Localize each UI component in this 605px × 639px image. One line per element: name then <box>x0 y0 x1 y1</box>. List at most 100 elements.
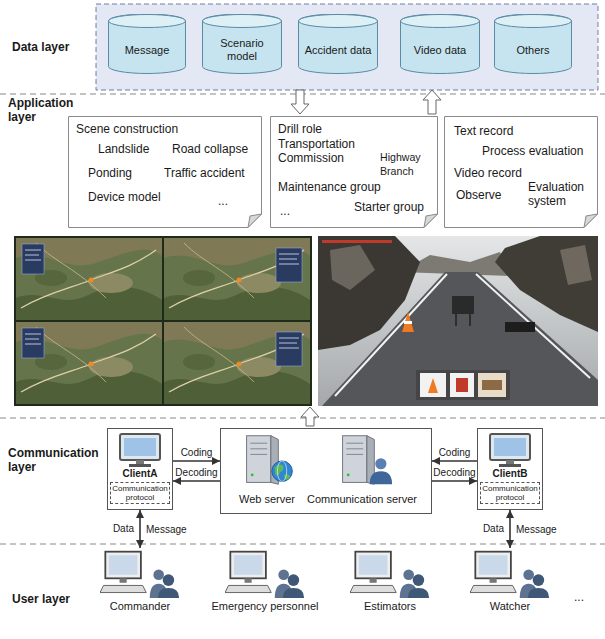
client-monitor-icon <box>118 432 162 468</box>
connector-label: Data <box>464 523 504 535</box>
map-screenshot <box>14 236 312 406</box>
workstation-icon <box>350 552 429 598</box>
map-screenshot <box>16 238 162 320</box>
connector-label: Decoding <box>432 467 477 479</box>
cylinder-shape <box>495 15 572 28</box>
road-scene-screenshot <box>476 274 590 378</box>
database-cylinder: Video data <box>400 14 480 74</box>
workstation-icon <box>100 552 179 598</box>
connector <box>432 480 477 481</box>
map-screenshot <box>279 338 299 339</box>
user-role: Commander <box>100 600 180 613</box>
map-screenshot <box>279 348 299 349</box>
workstation-icon <box>225 552 304 598</box>
panel-shape <box>248 214 262 228</box>
layer-divider <box>0 418 605 419</box>
map-screenshot <box>279 259 297 260</box>
road-scene-screenshot <box>322 240 392 243</box>
map-screenshot <box>14 236 312 406</box>
map-screenshot <box>279 343 297 344</box>
road-scene-screenshot <box>330 245 375 290</box>
user-role: Watcher <box>470 600 550 613</box>
flow-arrow <box>291 90 309 114</box>
layer-label: User layer <box>12 592 70 606</box>
cylinder-shape <box>109 14 186 73</box>
server-icons <box>343 436 392 485</box>
user-role: Emergency personnel <box>200 600 330 613</box>
workstation-icon <box>225 548 305 598</box>
road-scene-screenshot <box>456 378 468 392</box>
map-screenshot <box>276 248 302 282</box>
server-label: Web server <box>239 493 295 506</box>
map-screenshot <box>25 255 39 256</box>
panel-shape <box>69 117 262 228</box>
database-cylinder: Message <box>108 14 186 74</box>
protocol-label: Communication protocol <box>111 483 169 503</box>
map-screenshot <box>22 244 44 274</box>
server-box: Web server Communication server <box>220 428 432 514</box>
road-scene-screenshot <box>478 373 506 397</box>
connector-label: Coding <box>432 447 477 459</box>
road-scene-screenshot <box>322 272 598 406</box>
panel-item: Process evaluation <box>482 144 583 158</box>
connector-label: Data <box>94 523 134 535</box>
layer-label: Application layer <box>8 96 78 124</box>
user-station: Emergency personnel <box>200 548 330 613</box>
flow-arrow <box>423 90 441 114</box>
panel-item: Ponding <box>88 166 132 180</box>
panel-item: Video record <box>454 166 522 180</box>
data-layer-region <box>96 4 598 90</box>
protocol-box: Communication protocol <box>110 482 170 504</box>
panel-shape <box>584 214 598 228</box>
client-monitor-icon <box>490 434 530 467</box>
connector <box>432 460 477 461</box>
cylinder-shape <box>299 15 378 28</box>
client-monitor-icon <box>120 434 160 467</box>
data-layer-region <box>96 4 598 90</box>
connector <box>173 460 220 461</box>
connector <box>139 510 141 548</box>
road-scene-screenshot <box>505 322 535 332</box>
panel-item: Landslide <box>98 142 149 156</box>
user-station: Commander <box>100 548 180 613</box>
user-station: Estimators <box>350 548 430 613</box>
road-scene-screenshot <box>469 312 471 326</box>
database-cylinder: Others <box>494 14 572 74</box>
layer-divider <box>0 94 605 544</box>
layer-label: Communication layer <box>8 446 108 474</box>
panel-heading: Drill role <box>278 122 322 136</box>
road-scene-screenshot <box>318 236 598 406</box>
road-scene-screenshot <box>318 236 598 406</box>
database-label: Accident data <box>305 44 372 57</box>
workstation-icon <box>350 548 430 598</box>
panel-item: Observe <box>456 188 501 202</box>
road-scene-screenshot <box>560 245 592 285</box>
user-role: Estimators <box>350 600 430 613</box>
server-label: Communication server <box>307 493 417 506</box>
arrow-label: Message <box>146 524 187 536</box>
database-label: Message <box>125 44 170 57</box>
workstation-icon <box>470 548 550 598</box>
client-box: ClientACommunication protocol <box>107 428 173 510</box>
panel-item: Highway Branch <box>380 150 436 178</box>
scene-panel: Scene constructionLandslideRoad collapse… <box>68 116 262 228</box>
road-scene-screenshot <box>420 373 446 397</box>
workstation-icon <box>470 552 549 598</box>
evaluation-panel: Text recordProcess evaluationVideo recor… <box>444 116 598 228</box>
panel-item: ... <box>280 204 290 218</box>
map-screenshot <box>164 238 310 320</box>
protocol-box: Communication protocol <box>480 482 540 504</box>
panel-item: Device model <box>88 190 161 204</box>
connector <box>509 510 511 548</box>
layer-divider <box>0 544 605 545</box>
cylinder-shape <box>203 15 282 28</box>
arrow-label: Message <box>516 524 557 536</box>
map-screenshot <box>25 334 41 335</box>
client-name: ClientB <box>478 468 542 480</box>
road-scene-screenshot <box>482 380 502 390</box>
database-label: Video data <box>414 44 466 57</box>
road-scene-screenshot <box>404 321 412 324</box>
